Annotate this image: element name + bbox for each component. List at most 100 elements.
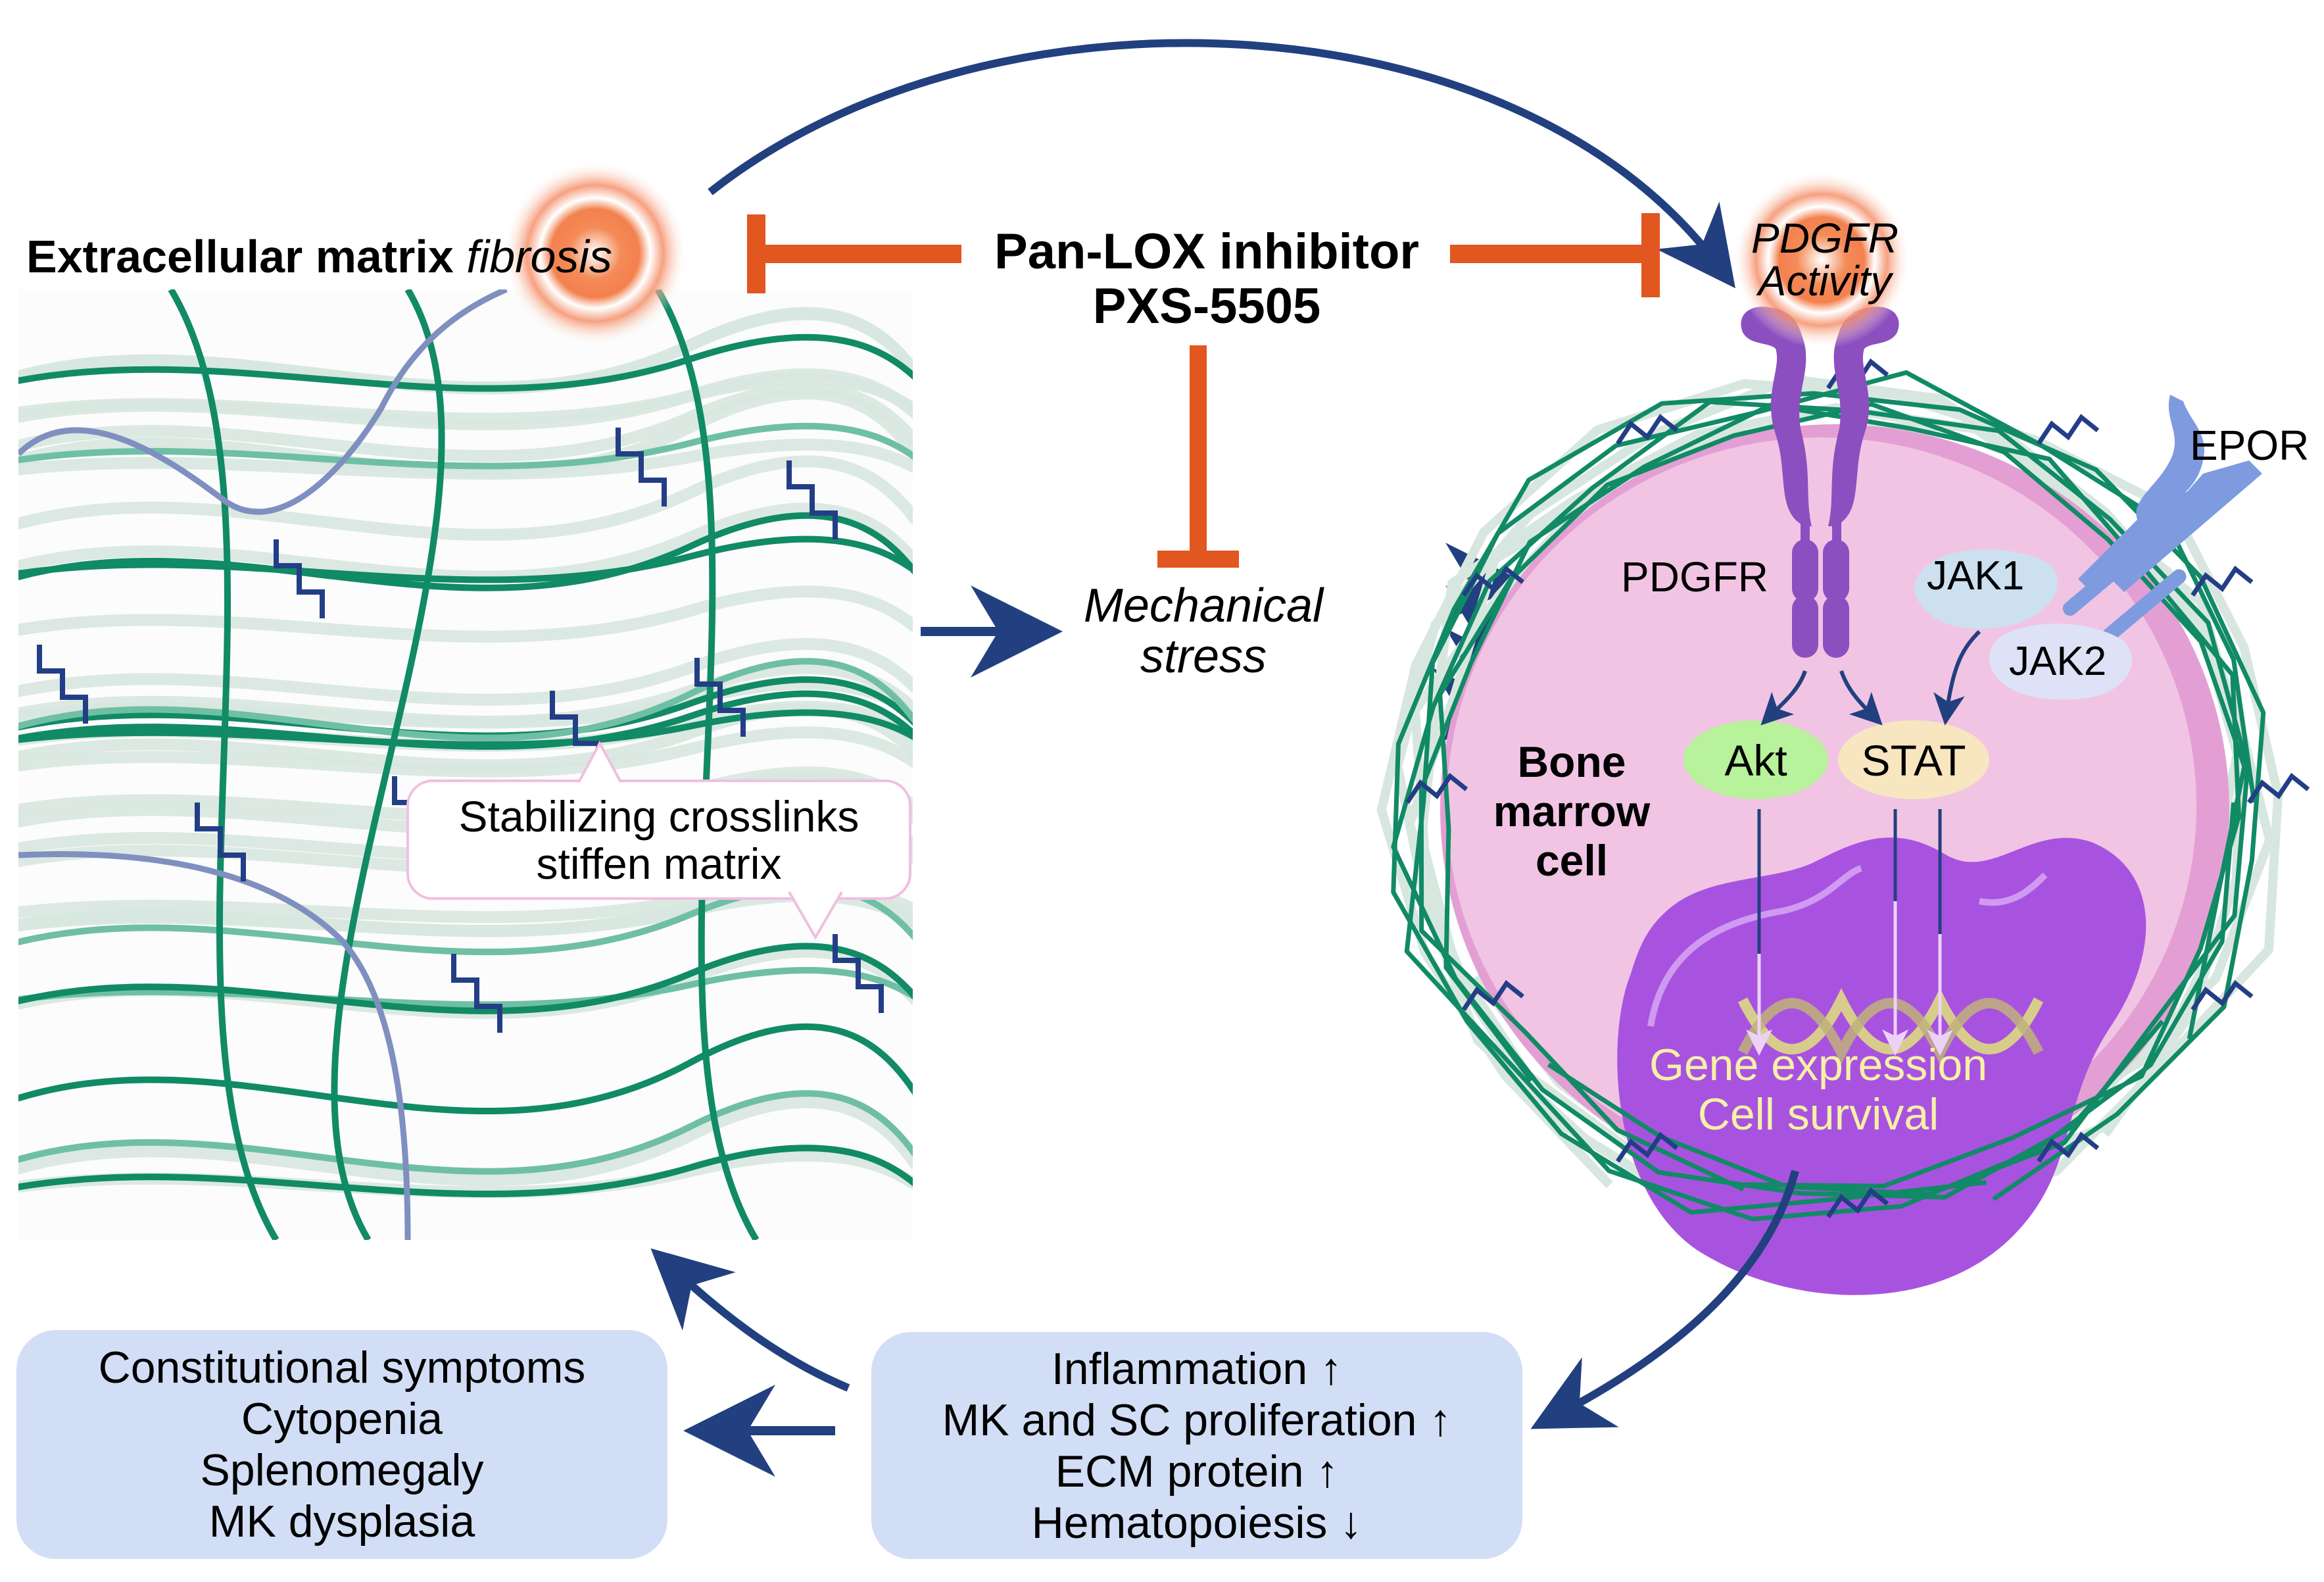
epor-receptor-icon	[2062, 395, 2262, 643]
crosslink-icon	[1826, 1187, 1889, 1218]
effect-item: Hematopoiesis ↓	[1031, 1497, 1363, 1548]
jak2-label: JAK2	[2009, 639, 2107, 684]
akt-label: Akt	[1724, 736, 1787, 785]
pale-fiber	[18, 585, 913, 643]
mechanical-stress-line2: stress	[1140, 630, 1267, 683]
crosslink-icon	[833, 934, 884, 1013]
nucleus-arrows	[1746, 809, 1953, 1056]
collagen-fiber	[18, 512, 913, 591]
crosslink-icon	[451, 954, 502, 1033]
pale-fiber	[18, 703, 913, 772]
collagen-fiber	[1418, 403, 2242, 1192]
cell-fiber-mesh-front	[1391, 358, 2310, 1222]
collagen-fiber	[1391, 399, 2248, 1200]
collagen-fiber	[18, 1090, 913, 1175]
pale-fiber	[18, 638, 913, 706]
effect-item: Inflammation ↑	[1051, 1343, 1343, 1394]
ecm-title-bold: Extracellular matrix	[26, 231, 454, 282]
crosslink-icon	[2191, 565, 2254, 597]
crosslink-icon	[1616, 414, 1679, 445]
crosslink-icon	[787, 460, 838, 539]
pdgfr-activity-glow-icon	[1733, 171, 1910, 349]
fibrosis-glow-icon	[503, 161, 687, 345]
pale-fiber	[18, 382, 913, 462]
callout-line1: Stabilizing crosslinks	[458, 791, 859, 841]
effects-box: Inflammation ↑ MK and SC proliferation ↑…	[871, 1332, 1522, 1559]
collagen-fiber	[18, 334, 913, 392]
collagen-fiber	[168, 289, 279, 1240]
collagen-fiber	[331, 289, 445, 1240]
collagen-fiber	[18, 658, 913, 741]
inhibition-left	[747, 214, 961, 293]
cell-label-line3: cell	[1535, 836, 1609, 885]
crosslink-icon	[2037, 414, 2100, 445]
signaling-arrows	[1760, 630, 1981, 726]
nucleus-highlight-2	[1979, 872, 2048, 906]
proteoglycan-strand	[18, 289, 508, 515]
collagen-fiber	[18, 690, 913, 750]
proteoglycan-strand	[18, 851, 411, 1240]
symptom-item: Splenomegaly	[200, 1445, 484, 1495]
pdgfr-activity-line2: Activity	[1758, 257, 1892, 305]
pale-fiber	[18, 880, 913, 924]
jak1-blob	[1914, 549, 2058, 629]
symptom-item: Cytopenia	[241, 1394, 443, 1444]
epor-label: EPOR	[2190, 422, 2310, 469]
stat-label: STAT	[1861, 736, 1966, 785]
callout-line2: stiffen matrix	[536, 839, 782, 888]
jak2-blob	[1989, 624, 2132, 700]
pdgfr-label: PDGFR	[1621, 553, 1768, 601]
crosslink-icon	[195, 803, 246, 881]
pale-fiber	[18, 307, 913, 395]
effect-item: MK and SC proliferation ↑	[942, 1395, 1452, 1445]
pale-fiber	[18, 455, 913, 541]
nucleus-shape	[1617, 837, 2146, 1295]
cell-to-effects-arrow	[1530, 1170, 1799, 1429]
ecm-title: Extracellular matrix fibrosis	[26, 234, 612, 280]
crosslink-icon	[274, 539, 325, 618]
pale-fiber	[18, 1096, 913, 1187]
jak1-label: JAK1	[1927, 553, 2025, 599]
crosslink-callout: Stabilizing crosslinks stiffen matrix	[406, 779, 911, 900]
crosslink-icon	[37, 645, 88, 724]
collagen-fiber	[18, 1023, 913, 1115]
ecm-fiber-mesh	[18, 289, 913, 1240]
crosslink-icon	[2247, 772, 2310, 804]
collagen-fiber	[1391, 391, 2266, 1215]
cell-label-line2: marrow	[1493, 787, 1651, 835]
collagen-fiber	[18, 943, 913, 1014]
crosslink-icon	[1616, 1131, 1679, 1163]
symptom-item: MK dysplasia	[208, 1496, 475, 1546]
mechanical-stress-line1: Mechanical	[1083, 580, 1324, 632]
crosslink-icon	[1405, 772, 1468, 804]
collagen-fiber	[1438, 401, 2250, 1197]
crosslink-icon	[1461, 979, 1524, 1011]
inhibitor-code: PXS-5505	[1092, 278, 1321, 334]
collagen-fiber	[18, 676, 913, 739]
cell-label-line1: Bone	[1517, 737, 1626, 786]
akt-node	[1683, 720, 1828, 799]
pdgfr-receptor-icon	[1741, 307, 1899, 658]
pale-fiber	[18, 438, 913, 480]
pdgfr-activity-line1: PDGFR	[1751, 214, 1899, 262]
feedback-arrow-top	[708, 39, 1735, 289]
pale-fiber	[18, 883, 913, 937]
symptoms-box: Constitutional symptoms Cytopenia Spleno…	[16, 1330, 667, 1559]
ecm-title-italic: fibrosis	[466, 231, 612, 282]
crosslink-icon	[694, 658, 746, 737]
nucleus-text-line1: Gene expression	[1649, 1040, 1988, 1090]
pale-fiber	[18, 368, 913, 431]
collagen-fiber	[18, 1145, 913, 1198]
symptom-item: Constitutional symptoms	[98, 1343, 586, 1393]
crosslink-icon	[2191, 979, 2254, 1011]
pale-fiber	[18, 503, 913, 583]
nucleus-text-line2: Cell survival	[1697, 1089, 1939, 1139]
effects-to-ecm-arrow	[650, 1248, 850, 1392]
pale-fiber	[18, 387, 913, 479]
crosslink-icon	[1461, 565, 1524, 597]
nucleus-highlight	[1647, 865, 1862, 1027]
collagen-fiber	[18, 883, 913, 956]
effect-item: ECM protein ↑	[1055, 1446, 1339, 1496]
